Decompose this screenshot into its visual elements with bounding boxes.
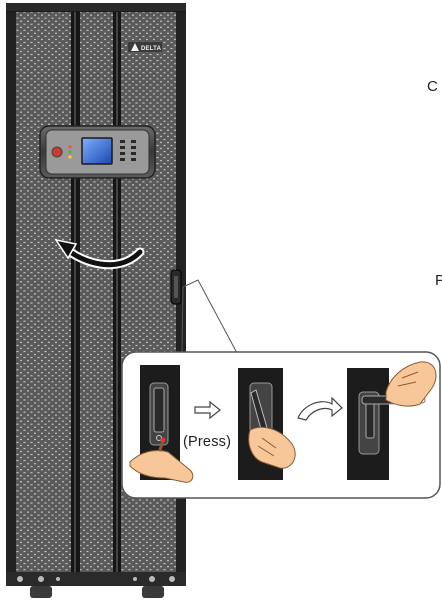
cabinet-base <box>6 572 186 598</box>
status-led-group <box>68 145 71 158</box>
ups-cabinet <box>6 3 186 598</box>
caster-left <box>30 586 52 598</box>
control-panel <box>40 126 155 178</box>
power-button[interactable] <box>52 147 62 157</box>
edge-text-middle: P <box>435 272 442 289</box>
press-instruction-label: (Press) <box>183 434 231 450</box>
caster-right <box>142 586 164 598</box>
callout-leader <box>182 280 237 353</box>
edge-text-top: C <box>427 78 438 95</box>
handle-callout <box>122 352 440 498</box>
lcd-display <box>82 138 112 164</box>
brand-logo-text: DELTA <box>141 46 161 52</box>
door-handle[interactable] <box>171 270 181 304</box>
